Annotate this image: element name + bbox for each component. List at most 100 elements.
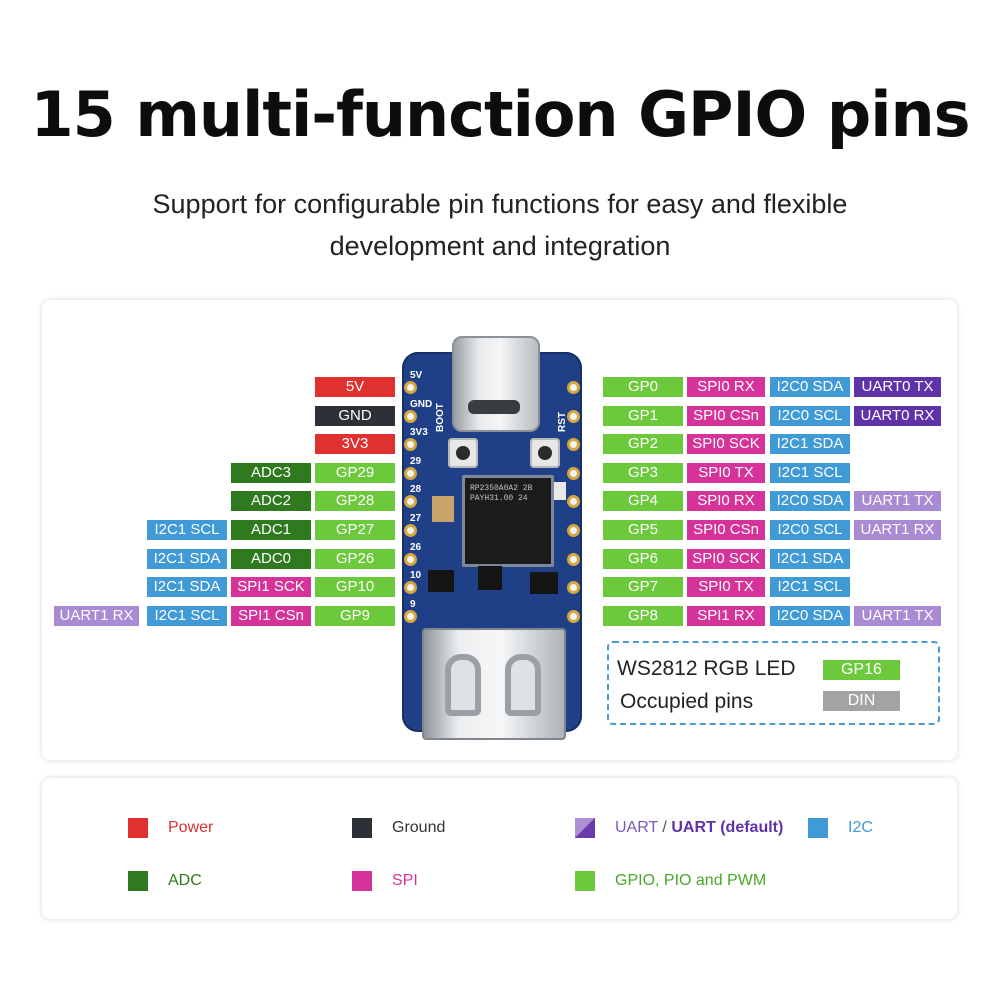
right-pin-tag-uart1-tx: UART1 TX [854,491,941,512]
crystal [432,496,454,522]
smd-component [530,572,558,594]
legend-uart-separator: / [657,819,672,836]
led-title: WS2812 RGB LED [617,657,796,680]
rgb-led [550,482,566,500]
legend-adc: ADC [168,872,202,889]
left-pin-tag-uart1-rx: UART1 RX [54,605,139,626]
pin-hole [404,609,417,623]
spi-swatch [352,871,372,891]
power-swatch [128,818,148,838]
right-pin-tag-spi0-sck: SPI0 SCK [687,434,765,455]
usb-a-contact [505,654,541,716]
left-pin-tag-adc3: ADC3 [231,462,311,483]
right-pin-tag-gp8: GP8 [603,605,683,626]
pin-hole [404,524,417,537]
pin-hole [567,495,580,509]
right-pin-tag-gp0: GP0 [603,377,683,397]
right-pin-tag-i2c0-scl: I2C0 SCL [770,520,850,540]
uart-swatch [575,818,595,838]
usb-c-port [468,400,520,414]
right-pin-tag-spi0-csn: SPI0 CSn [687,520,765,540]
right-pin-tag-spi0-sck: SPI0 SCK [687,548,765,569]
left-silk-label: GND [410,398,433,410]
right-silk-label: 1 [587,398,593,410]
left-silk-label: 5V [410,370,423,381]
page-title: 15 multi-function GPIO pins [30,78,970,151]
pin-hole [567,466,580,480]
pin-hole [567,609,580,623]
adc-swatch [128,871,148,891]
pin-hole [567,409,580,423]
pin-hole [404,495,417,509]
pin-hole [404,409,417,423]
led-info-box [607,641,940,725]
right-pin-tag-gp6: GP6 [603,548,683,569]
pin-hole [567,581,580,595]
gpio-swatch [575,871,595,891]
right-pin-tag-i2c0-sda: I2C0 SDA [770,377,850,397]
pin-hole [404,581,417,595]
right-pin-tag-gp2: GP2 [603,434,683,455]
right-pin-tag-uart1-tx: UART1 TX [854,605,941,626]
legend-card [42,778,957,919]
left-pin-tag-gnd: GND [315,405,395,426]
right-pin-tag-gp3: GP3 [603,462,683,483]
right-pin-tag-i2c0-sda: I2C0 SDA [770,491,850,512]
right-pin-tag-spi0-rx: SPI0 RX [687,377,765,397]
right-pin-tag-gp1: GP1 [603,405,683,426]
led-subtitle: Occupied pins [620,690,754,713]
left-pin-tag-i2c1-sda: I2C1 SDA [147,548,227,569]
pin-hole [567,438,580,452]
right-pin-tag-i2c1-scl: I2C1 SCL [770,462,850,483]
left-pin-tag-spi1-sck: SPI1 SCK [231,577,311,598]
boot-button [448,438,478,468]
right-pin-tag-gp5: GP5 [603,520,683,540]
right-pin-tag-i2c0-scl: I2C0 SCL [770,405,850,426]
boot-label: BOOT [435,403,446,432]
right-pin-tag-spi0-tx: SPI0 TX [687,577,765,598]
pin-hole [567,552,580,566]
right-pin-tag-i2c0-sda: I2C0 SDA [770,605,850,626]
right-pin-tag-uart0-tx: UART0 TX [854,377,941,397]
left-pin-tag-gp29: GP29 [315,462,395,483]
left-silk-label: 10 [410,570,422,582]
right-pin-tag-spi0-csn: SPI0 CSn [687,405,765,426]
right-pin-tag-i2c1-sda: I2C1 SDA [770,434,850,455]
right-pin-tag-gp7: GP7 [603,577,683,598]
left-pin-tag-gp9: GP9 [315,605,395,626]
left-pin-tag-gp28: GP28 [315,491,395,512]
ground-swatch [352,818,372,838]
legend-gpio: GPIO, PIO and PWM [615,872,767,889]
smd-component [478,566,502,590]
right-pin-tag-i2c1-scl: I2C1 SCL [770,577,850,598]
left-pin-tag-i2c1-sda: I2C1 SDA [147,577,227,598]
pin-hole [404,552,417,566]
i2c-swatch [808,818,828,838]
led-din-tag: DIN [823,691,900,711]
pin-hole [404,466,417,480]
right-silk-label: 5 [587,513,593,524]
left-pin-tag-adc2: ADC2 [231,491,311,512]
left-pin-tag-gp26: GP26 [315,548,395,569]
right-silk-label: 6 [587,541,593,553]
right-silk-label: 0 [587,370,593,381]
right-silk-label: 3 [587,455,593,467]
left-silk-label: 28 [410,484,422,496]
usb-a-contact [445,654,481,716]
left-silk-label: 26 [410,541,422,553]
left-pin-tag-i2c1-scl: I2C1 SCL [147,605,227,626]
reset-button [530,438,560,468]
pin-hole [567,381,580,394]
led-gpio-tag: GP16 [823,660,900,680]
right-silk-label: 2 [587,427,593,439]
legend-power: Power [168,819,214,836]
right-pin-tag-gp4: GP4 [603,491,683,512]
left-silk-label: 29 [410,455,422,467]
left-silk-label: 9 [410,598,416,610]
pin-hole [404,381,417,394]
left-silk-label: 27 [410,513,422,524]
legend-i2c: I2C [848,819,873,836]
smd-component [428,570,454,592]
right-silk-label: 4 [587,484,593,496]
right-pin-tag-uart0-rx: UART0 RX [854,405,941,426]
